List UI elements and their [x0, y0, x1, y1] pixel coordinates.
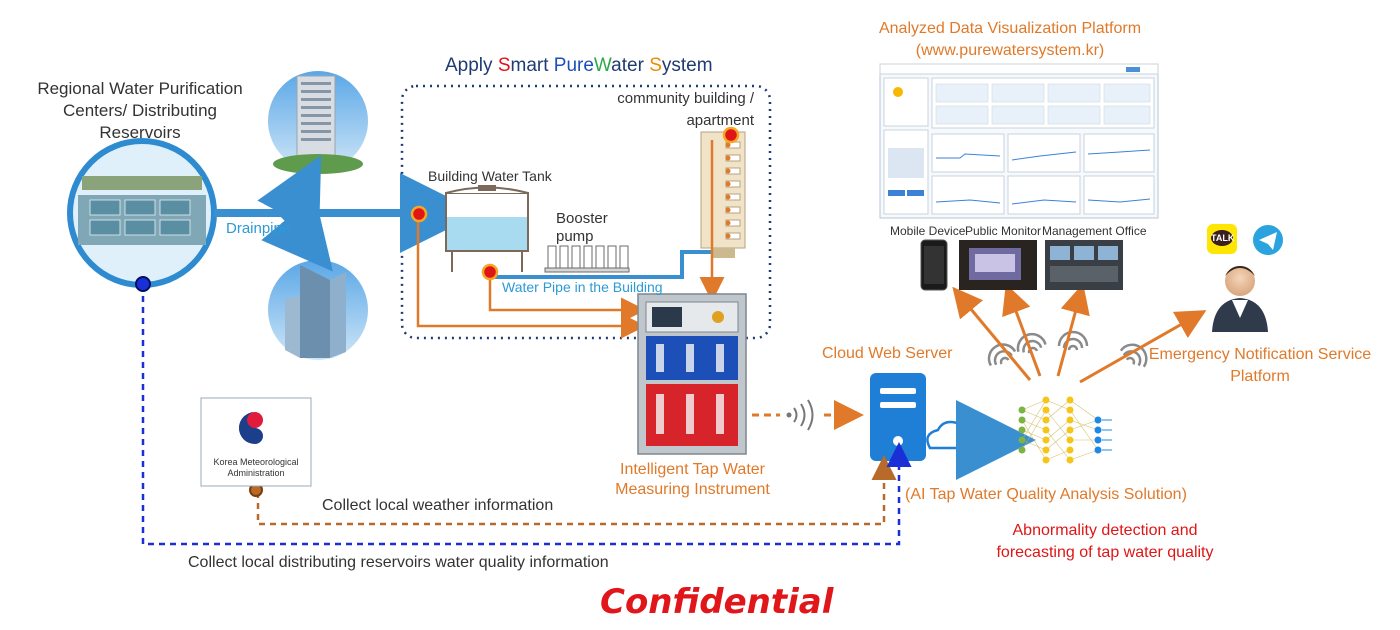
public-monitor-photo — [959, 240, 1037, 290]
emergency-line-2: Platform — [1230, 368, 1290, 385]
ai-label: (AI Tap Water Quality Analysis Solution) — [905, 486, 1187, 503]
emergency-label: Emergency Notification Service Platform — [1140, 344, 1380, 388]
pipe-label: Water Pipe in the Building — [502, 279, 663, 295]
dashboard-screenshot — [879, 63, 1159, 219]
sampling-lines — [416, 140, 725, 339]
weather-label: Collect local weather information — [322, 497, 554, 514]
building-photo-top — [268, 71, 368, 174]
reservoir-info-label: Collect local distributing reservoirs wa… — [188, 554, 609, 571]
reservoir-connector-dot — [135, 276, 151, 292]
mobile-device-photo — [920, 239, 948, 291]
emergency-line-1: Emergency Notification Service — [1148, 346, 1372, 363]
title-prefix: Apply — [445, 55, 498, 76]
reservoir-photo — [67, 138, 217, 288]
water-tank — [445, 185, 529, 272]
kma-line-2: Administration — [227, 468, 285, 478]
instrument-to-server — [752, 399, 864, 431]
abnormal-line-2: forecasting of tap water quality — [996, 544, 1214, 561]
ai-neural-network — [1018, 396, 1112, 464]
cloud-server-icon — [870, 373, 1036, 480]
community-line-2: apartment — [686, 112, 754, 129]
drainpipe-label: Drainpipe — [226, 220, 291, 237]
mobile-label: Mobile Device — [890, 224, 966, 238]
reservoir-info-line — [141, 285, 912, 546]
instrument-line-1: Intelligent Tap Water — [620, 461, 765, 478]
platform-label: Analyzed Data Visualization Platform (ww… — [860, 18, 1160, 62]
confidential-watermark: Confidential — [600, 582, 834, 622]
person-icon — [1212, 266, 1268, 332]
measuring-instrument — [637, 293, 747, 455]
title-w3: ater — [611, 55, 650, 76]
title-w4: ystem — [661, 55, 713, 76]
platform-line-1: Analyzed Data Visualization Platform — [878, 20, 1142, 37]
platform-line-2: (www.purewatersystem.kr) — [915, 42, 1105, 59]
kma-line-1: Korea Meteorological — [213, 457, 299, 467]
output-arrows — [952, 283, 1207, 384]
building-photo-bottom — [268, 260, 368, 360]
kma-label: Korea Meteorological Administration — [202, 457, 310, 479]
management-office-photo — [1045, 240, 1123, 290]
title-w1: mart — [510, 55, 554, 76]
title-pure: Pure — [553, 55, 594, 76]
booster-line-2: pump — [556, 228, 594, 245]
title-s2: S — [649, 55, 662, 76]
apartment-building — [700, 131, 746, 258]
booster-label: Booster pump — [556, 210, 608, 246]
instrument-line-2: Measuring Instrument — [615, 481, 770, 498]
title-s1: S — [497, 55, 511, 76]
sampling-points — [410, 126, 740, 281]
abnormal-line-1: Abnormality detection and — [1012, 522, 1198, 539]
kakaotalk-icon — [1207, 224, 1237, 254]
office-label: Management Office — [1042, 224, 1147, 238]
booster-pump — [544, 245, 630, 273]
regional-label: Regional Water Purification Centers/ Dis… — [15, 78, 265, 144]
regional-line-3: Reservoirs — [99, 123, 181, 142]
monitor-label: Public Monitor — [965, 224, 1042, 238]
title-w2: W — [593, 55, 612, 76]
weather-info-line — [256, 455, 897, 526]
tank-label: Building Water Tank — [428, 168, 552, 184]
instrument-label: Intelligent Tap Water Measuring Instrume… — [585, 460, 800, 500]
booster-line-1: Booster — [556, 210, 608, 227]
regional-line-1: Regional Water Purification — [37, 79, 243, 98]
community-label: community building / apartment — [588, 88, 754, 132]
abnormal-label: Abnormality detection and forecasting of… — [960, 520, 1250, 564]
system-title: Apply Smart PureWater System — [445, 55, 713, 77]
kakaotalk-text: TALK — [1211, 233, 1235, 243]
community-line-1: community building / — [617, 90, 754, 107]
regional-line-2: Centers/ Distributing — [62, 101, 217, 120]
kma-logo-card — [200, 397, 312, 487]
cloud-server-label: Cloud Web Server — [822, 345, 953, 362]
system-boundary — [400, 84, 772, 340]
drainpipe-arrows — [214, 155, 480, 272]
telegram-icon — [1253, 225, 1283, 255]
